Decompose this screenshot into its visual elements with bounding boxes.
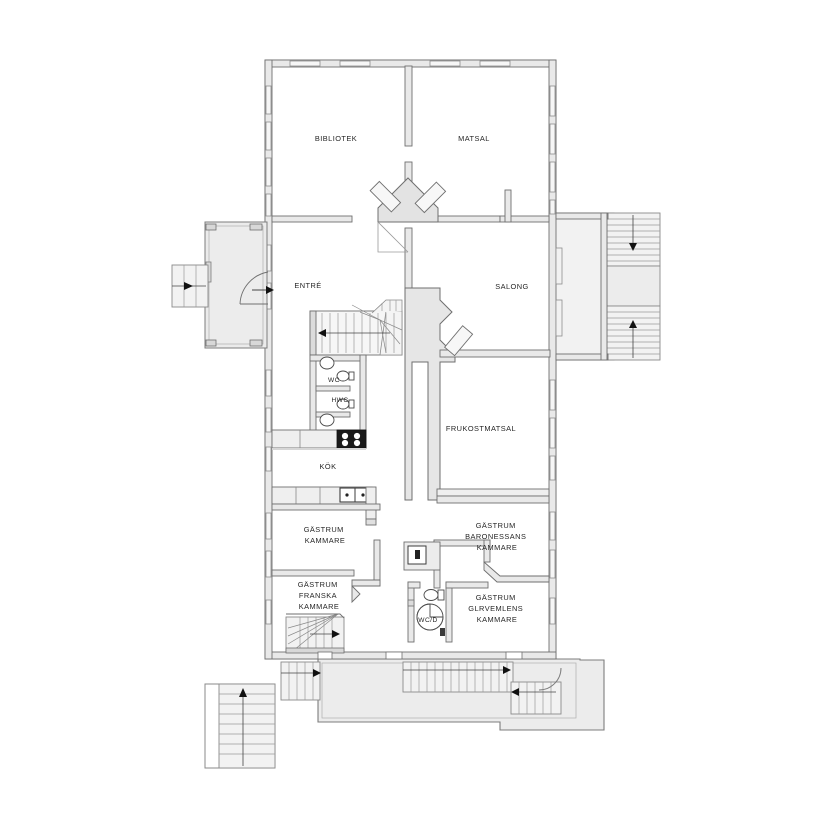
entrance-porch [171, 221, 274, 349]
stove [336, 429, 367, 449]
wc-hwc-block [309, 354, 367, 442]
terrace-stair-west [280, 661, 321, 701]
room-label-gastrum-kammare: GÄSTRUM KAMMARE [304, 525, 347, 545]
wc-basin [319, 356, 335, 370]
hwc-basin [319, 413, 335, 427]
room-label-wc-d: WC/D [418, 617, 437, 624]
room-label-bibliotek: BIBLIOTEK [315, 134, 357, 143]
terrace-stair-east [510, 667, 562, 715]
central-winder-stair [309, 299, 403, 356]
room-label-hwc: HWC [331, 397, 348, 404]
hall-walls [404, 287, 551, 501]
wcd-fixtures [416, 589, 445, 636]
baronessans-basin [403, 541, 441, 571]
wcd-shower [416, 603, 444, 631]
east-stairwell [555, 212, 661, 361]
sink-kitchen [339, 487, 371, 503]
room-labels: BIBLIOTEK MATSAL ENTRÉ SALONG WC HWC FRU… [294, 134, 529, 624]
south-wall-openings [317, 651, 523, 660]
wc-toilet [336, 370, 355, 382]
room-label-salong: SALONG [495, 282, 529, 291]
kitchen-fittings [271, 429, 377, 526]
terrace-stair-centre [402, 661, 514, 693]
room-label-kok: KÖK [320, 462, 337, 471]
windows-west [265, 85, 272, 625]
south-west-inner-stair [285, 613, 345, 654]
room-label-frukostmatsal: FRUKOSTMATSAL [446, 424, 516, 433]
entrance-porch-steps [171, 264, 209, 308]
windows-north [289, 60, 511, 67]
hwc-toilet [336, 398, 355, 410]
wcd-toilet [423, 589, 445, 601]
chimney-door-left [369, 180, 402, 213]
room-label-wc: WC [328, 377, 340, 384]
central-chimney [369, 177, 447, 253]
room-label-gastrum-baronessans-kammare: GÄSTRUM BARONESSANS KAMMARE [465, 521, 529, 552]
east-stair-upper [606, 212, 661, 267]
east-stair-lower [606, 305, 661, 361]
room-label-gastrum-franska-kammare: GÄSTRUM FRANSKA KAMMARE [298, 580, 341, 611]
windows-east [549, 85, 556, 625]
room-label-matsal: MATSAL [458, 134, 490, 143]
chimney-door-right [414, 181, 447, 214]
room-label-gastrum-glrvemlens-kammare: GÄSTRUM GLRVEMLENS KAMMARE [468, 593, 525, 624]
entry-door-swing [239, 271, 274, 305]
external-stair-south-west [204, 683, 276, 769]
room-label-entre: ENTRÉ [294, 281, 321, 290]
